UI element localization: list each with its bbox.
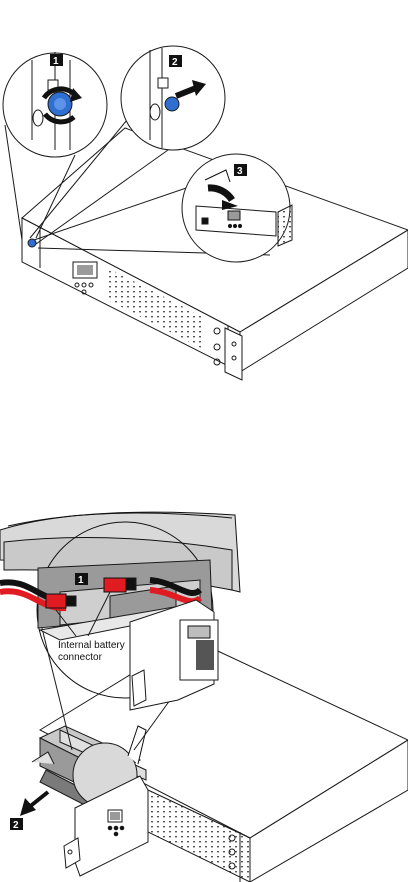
thumbscrew-2-icon [165,97,179,111]
magnified-connector-circle [0,512,240,710]
callout-3-number: 3 [237,166,243,177]
callout-1-number: 1 [53,56,59,67]
bottom-figure [0,512,408,882]
top-figure [3,46,408,380]
detail-circle-1 [3,52,107,157]
callout-b1-number: 1 [78,575,84,586]
pull-out-arrow-icon [20,792,48,816]
callout-b2-number: 2 [13,820,19,831]
connector-label-line1: Internal battery [58,640,125,651]
battery-connector-left-icon [46,594,76,608]
connector-label-line2: connector [58,652,103,663]
battery-connector-right-icon [104,578,136,592]
callout-2-number: 2 [172,57,178,68]
